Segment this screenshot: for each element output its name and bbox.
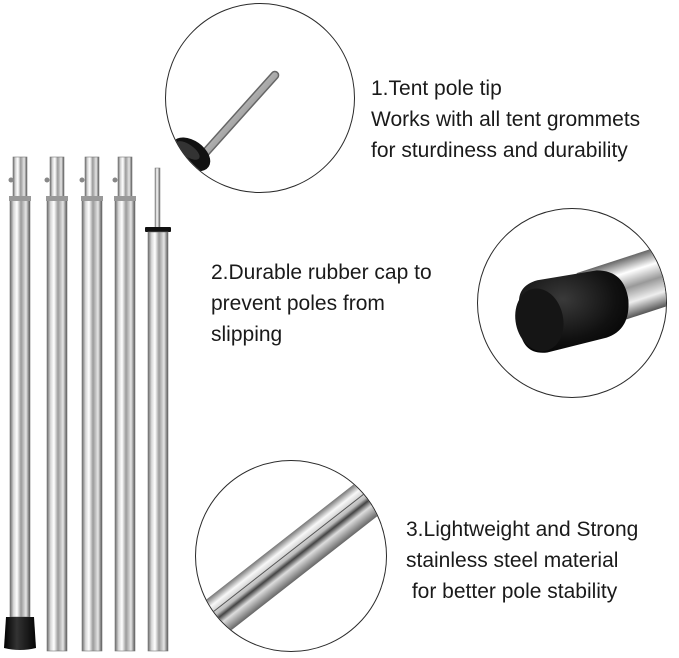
rubber-cap-detail-icon [515, 239, 666, 353]
feature-2-line-3: slipping [211, 323, 283, 346]
steel-tube-detail-circle [195, 460, 387, 652]
rubber-cap-detail-circle [477, 208, 667, 398]
pole-section-1 [4, 156, 36, 650]
tent-pole-tip-detail-icon [171, 70, 280, 172]
pole-section-4 [112, 156, 136, 652]
feature-2-line-1: 2.Durable rubber cap to [211, 261, 432, 284]
feature-2-line-2: prevent poles from [211, 292, 385, 315]
tent-pole-tip-detail-circle [165, 3, 355, 193]
feature-3-text: 3.Lightweight and Strong stainless steel… [406, 514, 638, 607]
feature-3-line-1: 3.Lightweight and Strong [406, 518, 639, 541]
feature-3-line-3: for better pole stability [406, 580, 618, 603]
feature-1-line-3: for sturdiness and durability [371, 139, 628, 162]
feature-2-text: 2.Durable rubber cap to prevent poles fr… [211, 257, 432, 350]
steel-tube-detail-icon [196, 461, 386, 651]
pole-section-3 [79, 156, 103, 652]
pole-section-5-with-tip [145, 167, 171, 652]
feature-1-text: 1.Tent pole tip Works with all tent grom… [371, 73, 640, 166]
feature-1-line-2: Works with all tent grommets [371, 108, 641, 131]
pole-section-2 [44, 156, 68, 652]
feature-1-line-1: 1.Tent pole tip [371, 77, 502, 100]
feature-3-line-2: stainless steel material [406, 549, 619, 572]
